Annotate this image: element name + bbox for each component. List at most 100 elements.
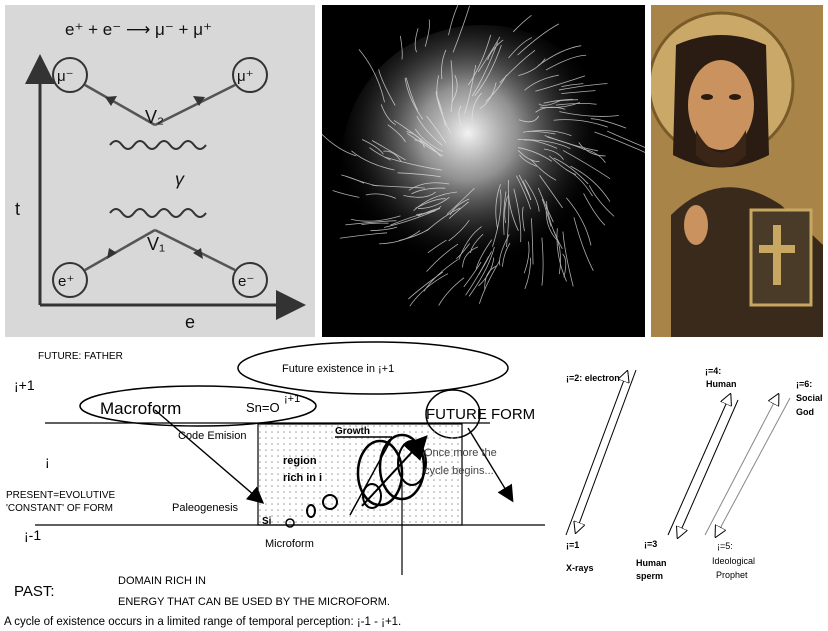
arrow-5-to-6: [704, 395, 778, 536]
scale-1-label: ¡=1: [566, 540, 579, 550]
swarm-tail: [405, 77, 419, 111]
mu-minus-label: μ⁻: [57, 68, 74, 85]
swarm-tail: [562, 150, 611, 180]
past-label: PAST:: [14, 583, 55, 600]
swarm-tail: [537, 45, 582, 67]
swarm-tail: [522, 206, 525, 232]
swarm-tail: [399, 35, 403, 60]
swarm-tail: [517, 23, 560, 56]
arrow-head-2: [193, 96, 205, 106]
domain-line1: DOMAIN RICH IN: [118, 575, 206, 587]
feynman-diagram: e⁺ + e⁻ ⟶ μ⁻ + μ⁺ t e μ⁻ μ⁺ e⁺ e⁻ V₂: [15, 20, 306, 332]
swarm-tail: [541, 198, 552, 227]
photon-wave-bottom: [109, 208, 207, 218]
mu-plus-circle: [232, 57, 268, 93]
swarm-tail: [384, 207, 441, 228]
icon-illustration: [647, 5, 823, 337]
arrow-3-to-4: [667, 395, 730, 536]
reaction-text: e⁺ + e⁻ ⟶ μ⁻ + μ⁺: [65, 20, 212, 39]
swarm-tail: [507, 179, 519, 231]
swarm-tail: [590, 118, 627, 129]
swarm-tail: [573, 217, 594, 272]
swarm-illustration: [316, 0, 658, 337]
beard: [696, 130, 746, 168]
mu-plus-label: μ⁺: [237, 68, 254, 85]
swarm-tail: [351, 150, 395, 171]
book-cross-horizontal: [759, 245, 795, 253]
swarm-tail: [351, 215, 401, 222]
swarm-tail: [390, 210, 435, 226]
scale-3-label: ¡=3: [644, 539, 657, 549]
swarm-tail: [530, 218, 534, 265]
swarm-tail: [332, 190, 360, 198]
scale-4-name: Human: [706, 379, 737, 389]
swarm-tail: [416, 116, 443, 146]
present-line2: 'CONSTANT' OF FORM: [6, 503, 113, 514]
arrow-4-to-3: [678, 399, 739, 537]
swarm-tail: [508, 37, 533, 59]
swarm-tail: [524, 179, 540, 212]
i-plus-label: ¡+1: [14, 377, 35, 393]
swarm-tail: [535, 75, 586, 92]
swarm-tail: [518, 115, 540, 123]
swarm-tail: [523, 139, 558, 149]
scale-5-label: ¡=5:: [717, 541, 733, 551]
swarm-tail: [451, 75, 458, 103]
swarm-tail: [414, 28, 419, 53]
scale-5-name: Ideological: [712, 556, 755, 566]
scale-3-name: Human: [636, 558, 667, 568]
scale-1-name: X-rays: [566, 563, 594, 573]
swarm-tail: [504, 196, 508, 224]
arrow-6-to-5: [716, 397, 791, 536]
swarm-tail: [474, 44, 502, 96]
swarm-tail: [544, 135, 598, 152]
swarm-tail: [418, 196, 450, 209]
swarm-tail: [548, 155, 577, 175]
swarm-tail: [448, 219, 470, 242]
swarm-tail: [538, 99, 562, 106]
swarm-tail: [546, 201, 563, 250]
swarm-tail: [499, 49, 536, 84]
swarm-tail: [397, 172, 441, 178]
arrow-1-to-2: [565, 372, 627, 536]
scale-6-label: ¡=6:: [796, 379, 812, 389]
swarm-tail: [566, 197, 592, 246]
swarm-tail: [341, 174, 365, 184]
swarm-tail: [495, 184, 501, 230]
cycle-diagram: FUTURE: FATHER ¡+1 ¡ PRESENT=EVOLUTIVE '…: [4, 341, 823, 628]
swarm-tail: [517, 139, 571, 149]
swarm-tail: [471, 42, 499, 97]
christ-icon-image: [647, 5, 823, 337]
growth-circle-2: [306, 504, 316, 518]
swarm-tail: [398, 227, 431, 242]
scale-2-label: ¡=2: electron: [566, 373, 620, 383]
paleogenesis-label: Paleogenesis: [172, 502, 239, 514]
swarm-tail: [470, 233, 484, 254]
arrow-2-to-1: [576, 369, 637, 532]
photon-label: γ: [175, 169, 185, 189]
i-minus-label: ¡-1: [24, 527, 41, 543]
swarm-tail: [545, 204, 558, 241]
swarm-tail: [339, 232, 388, 239]
swarm-tail: [408, 271, 444, 300]
swarm-tail: [403, 191, 436, 198]
swarm-tail: [456, 243, 470, 259]
future-form-arrow: [467, 427, 514, 503]
swarm-tail: [535, 106, 566, 113]
swarm-tail: [404, 77, 424, 120]
swarm-tail: [361, 222, 389, 226]
swarm-tail: [578, 142, 606, 157]
swarm-tail: [471, 92, 483, 122]
footer-caption: A cycle of existence occurs in a limited…: [4, 616, 401, 628]
swarm-tail: [387, 124, 406, 143]
future-existence-label: Future existence in ¡+1: [282, 363, 394, 375]
region-box: [257, 423, 463, 526]
swarm-tail: [487, 39, 504, 61]
scale-6-name: Social: [796, 393, 823, 403]
swarm-tail: [484, 265, 498, 290]
swarm-tail: [562, 231, 574, 287]
swarm-tail: [558, 83, 608, 91]
swarm-tail: [441, 49, 447, 80]
vertex-bottom-label: V₁: [147, 234, 165, 254]
arrow-head-1: [105, 96, 117, 106]
